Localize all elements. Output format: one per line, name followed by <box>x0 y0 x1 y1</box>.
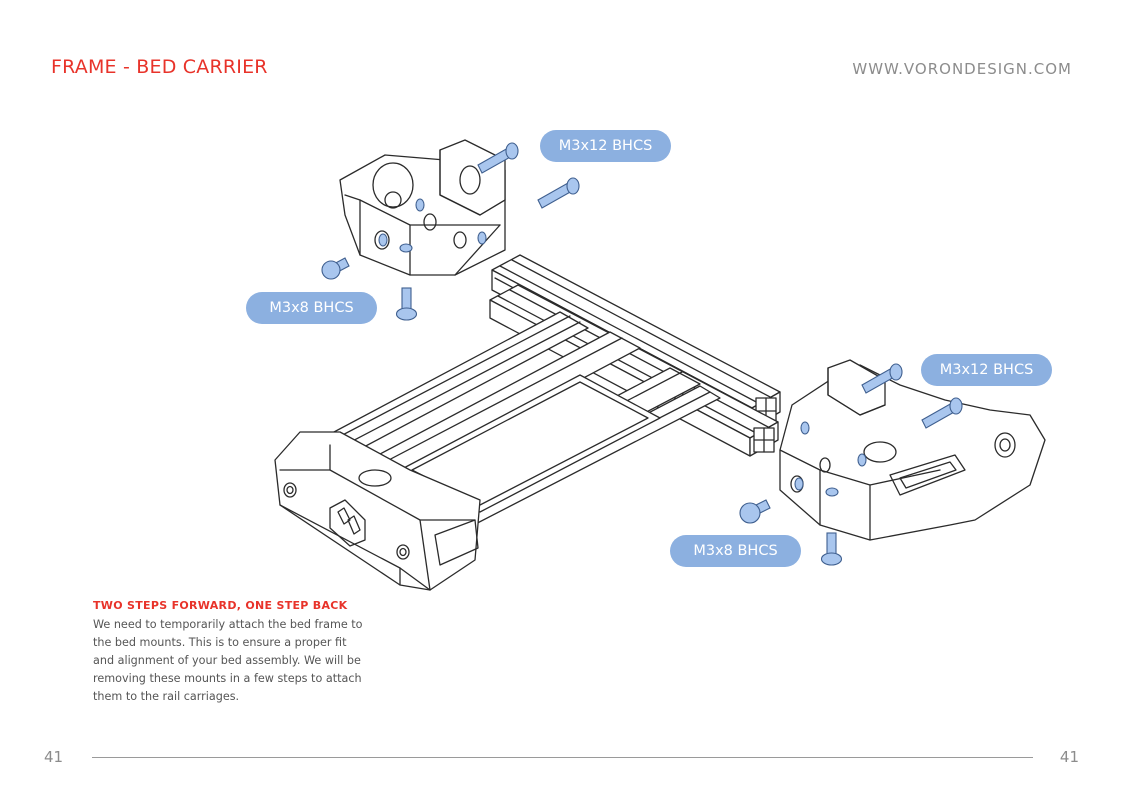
callout-m3x8-right: M3x8 BHCS <box>670 535 801 567</box>
bed-frame-extrusions <box>299 254 781 533</box>
front-bed-mount <box>274 431 481 591</box>
callout-m3x8-top: M3x8 BHCS <box>246 292 377 324</box>
site-url[interactable]: WWW.VORONDESIGN.COM <box>852 60 1072 78</box>
callout-m3x12-right: M3x12 BHCS <box>921 354 1052 386</box>
m3-screw-icon <box>321 142 963 566</box>
page-title: FRAME - BED CARRIER <box>51 56 268 78</box>
section-body: We need to temporarily attach the bed fr… <box>93 618 363 703</box>
footer-divider <box>92 757 1033 758</box>
page-number-right: 41 <box>1059 748 1079 766</box>
page-number-left: 41 <box>44 748 64 766</box>
callout-m3x12-top: M3x12 BHCS <box>540 130 671 162</box>
right-mount <box>779 359 1046 541</box>
section-heading: TWO STEPS FORWARD, ONE STEP BACK <box>93 599 348 612</box>
